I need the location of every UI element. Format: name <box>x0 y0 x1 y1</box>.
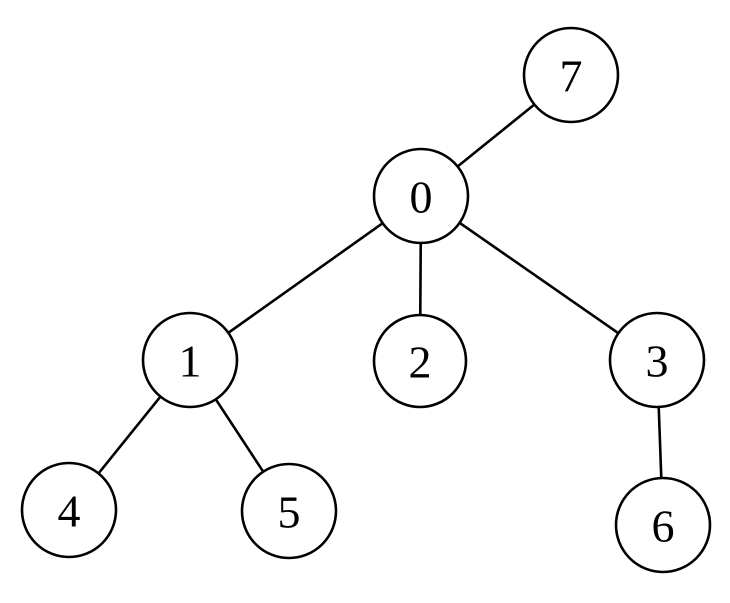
graph-node-4[interactable]: 4 <box>20 461 118 559</box>
node-label-2: 2 <box>409 337 432 388</box>
graph-edge-3-6 <box>657 405 663 480</box>
graph-node-6[interactable]: 6 <box>614 476 712 574</box>
node-label-7: 7 <box>560 51 583 102</box>
node-circle-1[interactable] <box>141 311 239 409</box>
node-label-1: 1 <box>179 336 202 387</box>
graph-node-3[interactable]: 3 <box>608 311 706 409</box>
graph-edge-0-3 <box>458 221 620 335</box>
node-circle-3[interactable] <box>608 311 706 409</box>
node-circle-4[interactable] <box>20 461 118 559</box>
graph-edge-0-7 <box>456 103 536 168</box>
edge-layer <box>97 103 663 480</box>
graph-node-5[interactable]: 5 <box>240 462 338 560</box>
node-circle-0[interactable] <box>372 147 470 245</box>
graph-node-2[interactable]: 2 <box>372 313 468 409</box>
graph-edge-0-1 <box>227 221 384 335</box>
node-circle-2[interactable] <box>372 313 468 409</box>
node-label-5: 5 <box>278 487 301 538</box>
node-label-3: 3 <box>646 336 669 387</box>
graph-edge-1-5 <box>214 398 265 473</box>
node-label-4: 4 <box>58 486 81 537</box>
node-circle-7[interactable] <box>522 26 620 124</box>
node-circle-6[interactable] <box>614 476 712 574</box>
graph-node-1[interactable]: 1 <box>141 311 239 409</box>
graph-node-7[interactable]: 7 <box>522 26 620 124</box>
node-circle-5[interactable] <box>240 462 338 560</box>
node-label-6: 6 <box>652 501 675 552</box>
node-layer: 0 1 2 3 4 5 6 7 <box>20 26 712 574</box>
graph-node-0[interactable]: 0 <box>372 147 470 245</box>
graph-edge-1-4 <box>97 395 162 475</box>
node-label-0: 0 <box>410 172 433 223</box>
